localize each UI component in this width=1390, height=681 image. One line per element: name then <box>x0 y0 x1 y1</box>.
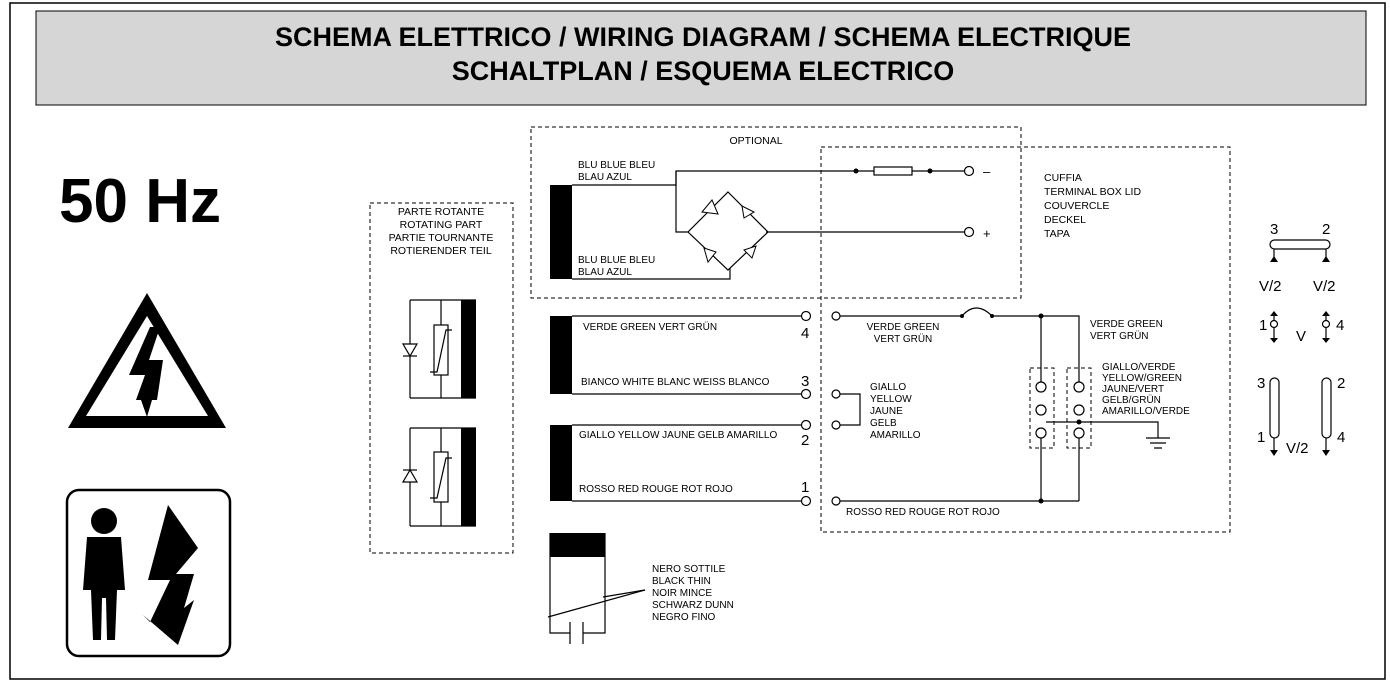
yellow-green-3: JAUNE/VERT <box>1102 384 1164 395</box>
wire-label-green: VERDE GREEN VERT GRÜN <box>583 321 717 333</box>
inner-connections: VERDE GREEN VERT GRÜN VERDE GREEN VERT G… <box>831 307 1190 518</box>
rotating-label-3: PARTIE TOURNANTE <box>389 232 494 244</box>
connection-schemes: 3 2 V/2 V/2 1 V 4 3 1 2 4 V/2 <box>1257 221 1345 457</box>
wire-pin-1: 1 <box>801 479 809 496</box>
conn-bot-pin-1: 1 <box>1257 429 1265 446</box>
inner-yellow-2: YELLOW <box>870 394 912 405</box>
wire-pin-4: 4 <box>801 325 809 342</box>
conn-top-pin-3: 3 <box>1270 221 1278 238</box>
rotating-part-box: PARTE ROTANTE ROTATING PART PARTIE TOURN… <box>369 202 514 554</box>
rotating-label-2: ROTATING PART <box>400 219 483 231</box>
inner-yellow-5: AMARILLO <box>870 430 921 441</box>
black-thin-capacitor: NERO SOTTILE BLACK THIN NOIR MINCE SCHWA… <box>547 533 734 644</box>
inner-yellow-3: JAUNE <box>870 406 903 417</box>
yellow-green-5: AMARILLO/VERDE <box>1102 406 1190 417</box>
wire-pin-2: 2 <box>801 432 809 449</box>
blue-bottom-label-1: BLU BLUE BLEU <box>578 255 655 266</box>
black-thin-label-4: SCHWARZ DUNN <box>652 600 734 611</box>
black-thin-label-1: NERO SOTTILE <box>652 564 726 575</box>
title-header: SCHEMA ELETTRICO / WIRING DIAGRAM / SCHE… <box>35 10 1367 106</box>
title-line-2: SCHALTPLAN / ESQUEMA ELECTRICO <box>452 56 955 86</box>
conn-mid-pin-4: 4 <box>1336 317 1344 334</box>
inner-yellow-1: GIALLO <box>870 382 906 393</box>
lid-label-5: TAPA <box>1044 228 1070 240</box>
conn-top-label-2: V/2 <box>1313 278 1336 295</box>
rotating-label-4: ROTIERENDER TEIL <box>390 245 491 257</box>
electric-shock-person-icon <box>65 488 232 658</box>
wire-label-white: BIANCO WHITE BLANC WEISS BLANCO <box>581 377 770 388</box>
rotor-diode-varistor-1 <box>401 299 476 399</box>
conn-top-label-1: V/2 <box>1259 278 1282 295</box>
conn-bot-pin-4: 4 <box>1337 429 1345 446</box>
conn-bot-pin-2: 2 <box>1337 375 1345 392</box>
lid-label-4: DECKEL <box>1044 214 1086 226</box>
plus-terminal: + <box>983 226 991 241</box>
yellow-green-4: GELB/GRÜN <box>1102 394 1161 406</box>
black-thin-label-3: NOIR MINCE <box>652 588 712 599</box>
inner-green-right-1: VERDE GREEN <box>1090 319 1163 330</box>
blue-bottom-label-2: BLAU AZUL <box>578 267 632 278</box>
rotating-label-1: PARTE ROTANTE <box>398 206 484 218</box>
lid-label-3: COUVERCLE <box>1044 200 1109 212</box>
rotor-diode-varistor-2 <box>401 427 476 527</box>
lid-label-1: CUFFIA <box>1044 172 1082 184</box>
conn-bot-pin-3: 3 <box>1257 375 1265 392</box>
blue-top-label-1: BLU BLUE BLEU <box>578 160 655 171</box>
terminal-box-lid: CUFFIA TERMINAL BOX LID COUVERCLE DECKEL… <box>820 146 1231 533</box>
black-thin-label-5: NEGRO FINO <box>652 612 716 623</box>
wire-label-red: ROSSO RED ROUGE ROT ROJO <box>579 484 733 495</box>
title-line-1: SCHEMA ELETTRICO / WIRING DIAGRAM / SCHE… <box>275 22 1131 52</box>
page-border <box>9 2 1386 680</box>
yellow-green-1: GIALLO/VERDE <box>1102 362 1176 373</box>
optional-rectifier-box: OPTIONAL BLU BLUE BLEU BLAU AZUL BLU BLU… <box>530 126 1022 299</box>
inner-green-2: VERT GRÜN <box>874 333 933 345</box>
lid-label-2: TERMINAL BOX LID <box>1044 186 1141 198</box>
high-voltage-warning-icon <box>68 293 226 428</box>
conn-top-pin-2: 2 <box>1322 221 1330 238</box>
conn-mid-label: V <box>1296 328 1306 345</box>
inner-green-right-2: VERT GRÜN <box>1090 330 1149 342</box>
frequency-label: 50 Hz <box>59 167 221 236</box>
inner-yellow-4: GELB <box>870 418 897 429</box>
inner-red-label: ROSSO RED ROUGE ROT ROJO <box>846 507 1000 518</box>
conn-bot-label: V/2 <box>1286 440 1309 457</box>
blue-top-label-2: BLAU AZUL <box>578 172 632 183</box>
inner-green-1: VERDE GREEN <box>867 322 940 333</box>
conn-mid-pin-1: 1 <box>1259 317 1267 334</box>
wire-label-yellow: GIALLO YELLOW JAUNE GELB AMARILLO <box>579 430 777 441</box>
wire-pin-3: 3 <box>801 373 809 390</box>
black-thin-label-2: BLACK THIN <box>652 576 711 587</box>
yellow-green-2: YELLOW/GREEN <box>1102 373 1182 384</box>
minus-terminal: – <box>983 164 991 179</box>
stator-wires: VERDE GREEN VERT GRÜN BIANCO WHITE BLANC… <box>550 310 812 507</box>
optional-label: OPTIONAL <box>729 135 782 147</box>
